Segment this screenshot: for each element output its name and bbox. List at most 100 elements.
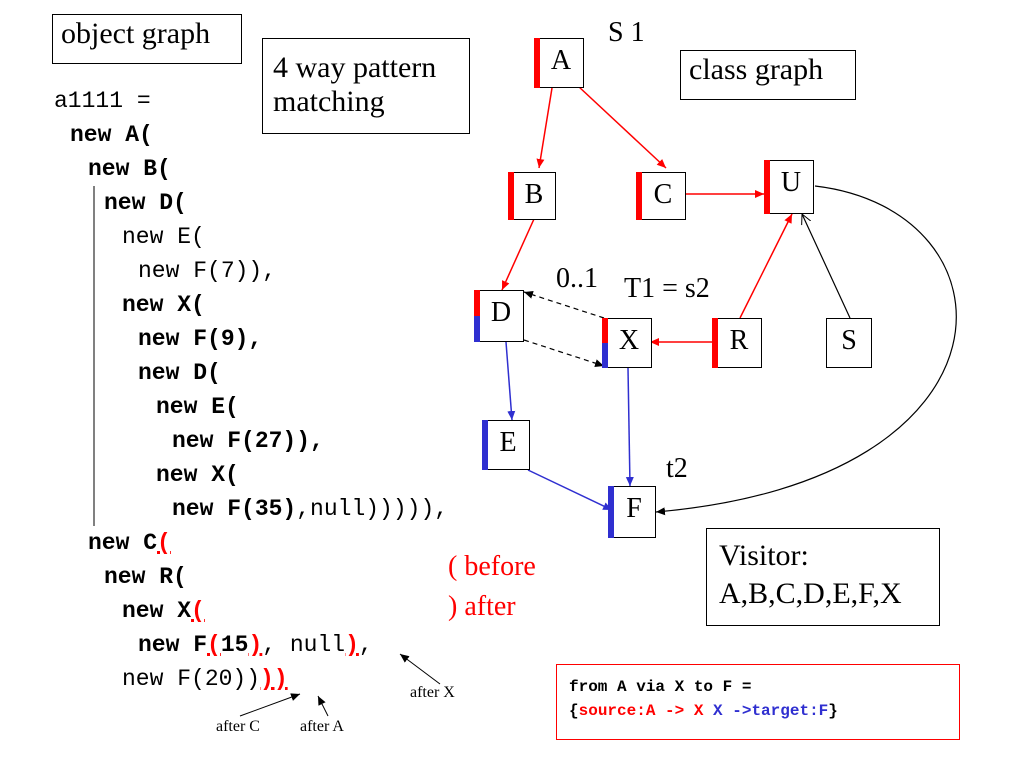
code-line: new E(: [122, 224, 205, 250]
code-line: new A(: [70, 122, 153, 148]
formula-brace-close: }: [828, 702, 838, 720]
node-b: B: [508, 172, 556, 220]
code-token: new F(35): [172, 496, 297, 522]
node-bar-red: [764, 160, 770, 214]
node-e: E: [482, 420, 530, 470]
node-bar-red: [474, 290, 480, 316]
edge-x-f: [625, 367, 634, 487]
code-token: 15: [220, 632, 249, 658]
code-line: new F(20)))): [122, 662, 288, 696]
edge-d-x-dashed: [523, 339, 605, 368]
node-d: D: [474, 290, 524, 342]
node-c: C: [636, 172, 686, 220]
pattern-matching-title: 4 way pattern matching: [262, 38, 470, 134]
traversal-formula: from A via X to F = {source:A -> X X ->t…: [556, 664, 960, 740]
pattern-line-1: 4 way pattern: [273, 51, 437, 84]
object-graph-title: object graph: [52, 14, 242, 64]
code-line: a1111 =: [54, 88, 151, 114]
node-label: S: [841, 325, 857, 356]
code-token: ): [248, 632, 263, 658]
code-line: new F(9),: [138, 326, 263, 352]
code-token: ,: [358, 632, 373, 658]
after-c-label: after C: [216, 718, 260, 735]
node-x: X: [602, 318, 652, 368]
edge-e-f: [527, 469, 613, 511]
note-after: ) after: [448, 591, 516, 622]
code-token: ): [345, 632, 359, 658]
visitor-line-1: Visitor:: [719, 539, 809, 572]
after-x-label: after X: [410, 684, 455, 701]
code-line: new D(: [104, 190, 187, 216]
note-before: ( before: [448, 551, 536, 582]
code-token: new C: [88, 530, 158, 556]
node-a: A: [534, 38, 584, 88]
node-bar-red: [712, 318, 718, 368]
node-label: C: [653, 179, 673, 210]
code-line: new F(7)),: [138, 258, 277, 284]
visitor-box: Visitor: A,B,C,D,E,F,X: [706, 528, 940, 626]
t1-label: T1 = s2: [624, 273, 710, 304]
node-f: F: [608, 486, 656, 538]
code-token: ,null))))),: [296, 496, 449, 522]
edge-r-u: [739, 213, 793, 319]
edge-b-d: [501, 218, 535, 291]
s1-label: S 1: [608, 17, 645, 48]
code-token: (: [207, 632, 221, 658]
edge-x-d-dashed: [523, 290, 605, 319]
node-bar-blue: [608, 486, 614, 538]
code-line: new X(: [122, 594, 205, 628]
node-label: F: [626, 493, 642, 524]
edge-u-f: [655, 185, 957, 516]
code-line: new C(: [88, 526, 171, 560]
code-line: new F(35),null))))),: [172, 492, 448, 526]
code-token: new F: [138, 632, 208, 658]
t2-label: t2: [666, 453, 688, 484]
edge-s-u: [802, 214, 851, 319]
formula-line-1: from A via X to F =: [569, 678, 752, 696]
node-u: U: [764, 160, 814, 214]
class-graph-title: class graph: [680, 50, 856, 100]
node-label: B: [524, 179, 544, 210]
node-bar-blue: [602, 343, 608, 368]
node-label: A: [550, 45, 572, 76]
arrow-after-c: [239, 693, 301, 717]
code-token: (: [191, 598, 205, 624]
code-token: new X: [122, 598, 192, 624]
node-bar-red: [508, 172, 514, 220]
node-bar-red: [534, 38, 540, 88]
code-token: (: [157, 530, 171, 556]
formula-space: [703, 702, 713, 720]
edge-d-e: [505, 341, 516, 421]
arrow-after-a: [317, 695, 329, 717]
code-line: new F(15), null),: [138, 628, 373, 662]
formula-brace-open: {: [569, 702, 579, 720]
formula-target: X ->target:F: [713, 702, 829, 720]
node-bar-blue: [482, 420, 488, 470]
node-label: E: [499, 427, 517, 458]
node-r: R: [712, 318, 762, 368]
node-bar-blue: [474, 316, 480, 342]
arrow-after-x: [399, 653, 441, 685]
node-label: R: [729, 325, 749, 356]
code-line: new B(: [88, 156, 171, 182]
node-s: S: [826, 318, 872, 368]
node-label: D: [490, 297, 512, 328]
code-line: new X(: [122, 292, 205, 318]
edge-a-b: [536, 87, 553, 169]
node-label: U: [780, 167, 802, 198]
code-line: new E(: [156, 394, 239, 420]
code-line: new X(: [156, 462, 239, 488]
code-token: new F(20)): [122, 666, 261, 692]
visitor-line-2: A,B,C,D,E,F,X: [719, 577, 902, 610]
code-token: , null: [262, 632, 346, 658]
pattern-line-2: matching: [273, 85, 385, 118]
code-line: new F(27)),: [172, 428, 324, 454]
node-label: X: [618, 325, 640, 356]
formula-line-2: {source:A -> X X ->target:F}: [569, 699, 947, 723]
edge-a-c: [577, 85, 667, 169]
code-line: new D(: [138, 360, 221, 386]
multiplicity-label: 0..1: [556, 263, 598, 294]
after-a-label: after A: [300, 718, 344, 735]
node-bar-red: [636, 172, 642, 220]
